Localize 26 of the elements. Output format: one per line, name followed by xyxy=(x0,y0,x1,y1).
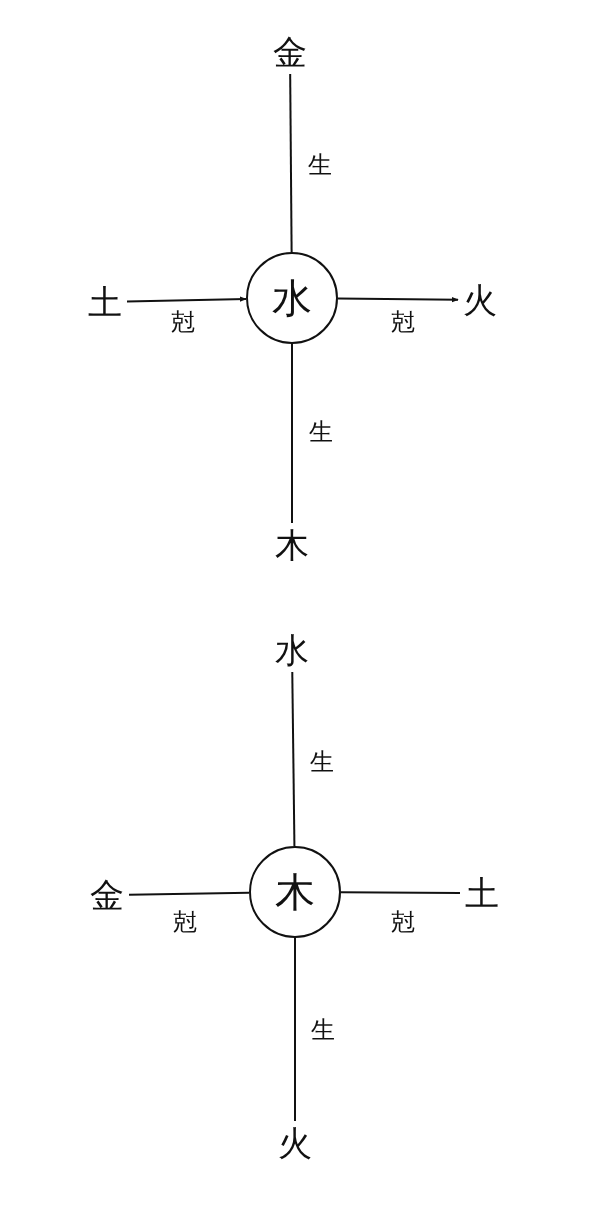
circle-node: 水 xyxy=(246,252,338,344)
element-label: 水 xyxy=(272,630,312,670)
element-label: 金 xyxy=(270,32,310,72)
connector-line xyxy=(291,671,296,847)
arrow xyxy=(337,296,459,303)
connector-line xyxy=(294,937,296,1122)
element-label: 金 xyxy=(87,875,127,915)
connector-line xyxy=(340,891,461,894)
connector-line xyxy=(289,73,293,253)
edge-label: 生 xyxy=(311,1018,335,1042)
element-label: 土 xyxy=(85,282,125,322)
edge-label: 尅 xyxy=(171,310,195,334)
element-label: 火 xyxy=(460,280,500,320)
edge-label: 尅 xyxy=(391,910,415,934)
edge-label: 生 xyxy=(310,750,334,774)
connector-line xyxy=(128,891,250,896)
edge-label: 生 xyxy=(309,420,333,444)
circle-node: 木 xyxy=(249,846,341,938)
element-label: 木 xyxy=(272,525,312,565)
edge-label: 生 xyxy=(308,153,332,177)
element-label: 土 xyxy=(462,873,502,913)
arrow xyxy=(126,296,247,303)
edge-label: 尅 xyxy=(173,910,197,934)
element-label: 火 xyxy=(275,1123,315,1163)
edge-label: 尅 xyxy=(391,310,415,334)
connector-line xyxy=(291,343,293,524)
